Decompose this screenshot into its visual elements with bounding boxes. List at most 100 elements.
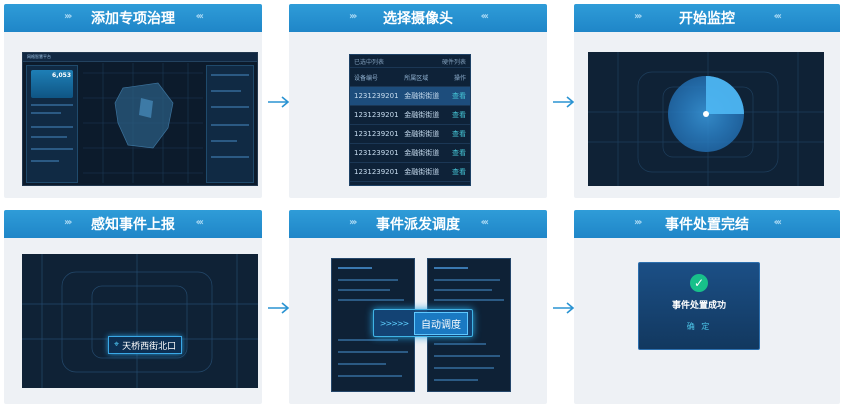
device-id: 1231239201 [354, 92, 399, 100]
chevron-left-icon: ‹‹‹ [480, 11, 490, 22]
col-device-id: 设备编号 [354, 74, 379, 82]
step-title: 事件处置完结 [665, 217, 749, 233]
table-row[interactable]: 1231239201 金融街街道 查看 [350, 125, 470, 144]
step-select-camera: ››› 选择摄像头 ‹‹‹ 已选中列表 硬件列表 设备编号 所属区域 操作 12… [289, 4, 547, 198]
divider [434, 279, 500, 281]
divider [434, 289, 492, 291]
device-area: 金融街街道 [404, 92, 440, 100]
device-area: 金融街街道 [404, 111, 440, 119]
hardware-list-label[interactable]: 硬件列表 [441, 58, 466, 66]
divider [434, 343, 486, 345]
step-event-dispatch: ››› 事件派发调度 ‹‹‹ >>>>> 自动调度 [289, 210, 547, 404]
step-header: ››› 事件处置完结 ‹‹‹ [574, 210, 840, 238]
divider [31, 126, 73, 128]
step-event-complete: ››› 事件处置完结 ‹‹‹ ✓ 事件处置成功 确 定 [574, 210, 840, 404]
confirm-button[interactable]: 确 定 [686, 322, 712, 331]
step-title: 添加专项治理 [91, 11, 175, 27]
road-network [22, 254, 258, 388]
device-id: 1231239201 [354, 149, 399, 157]
divider [31, 148, 73, 150]
divider [211, 90, 241, 92]
chevron-left-icon: ‹‹‹ [773, 11, 783, 22]
divider [338, 279, 398, 281]
auto-dispatch-bar: >>>>> 自动调度 [373, 309, 473, 337]
table-row[interactable]: 1231239201 金融街街道 查看 [350, 87, 470, 106]
device-area: 金融街街道 [404, 149, 440, 157]
chevron-left-icon: ‹‹‹ [773, 217, 783, 228]
divider [338, 351, 408, 353]
divider [211, 74, 249, 76]
arrow-right-icon [553, 96, 575, 108]
dashboard-screenshot: 网格智慧平台 6,053 [22, 52, 258, 186]
divider [434, 379, 478, 381]
right-sidebar [206, 65, 254, 183]
left-sidebar: 6,053 [26, 65, 78, 183]
step-header: ››› 事件派发调度 ‹‹‹ [289, 210, 547, 238]
step-title: 选择摄像头 [383, 11, 453, 27]
divider [338, 289, 390, 291]
divider [434, 367, 494, 369]
step-add-governance: ››› 添加专项治理 ‹‹‹ 网格智慧平台 6,0 [4, 4, 262, 198]
divider [31, 160, 59, 162]
step-header: ››› 添加专项治理 ‹‹‹ [4, 4, 262, 32]
camera-table-meta: 已选中列表 硬件列表 [350, 55, 470, 68]
divider [434, 355, 500, 357]
divider [211, 106, 249, 108]
divider [31, 112, 61, 114]
device-area: 金融街街道 [404, 130, 440, 138]
step-start-monitoring: ››› 开始监控 ‹‹‹ [574, 4, 840, 198]
divider [31, 104, 73, 106]
success-dialog: ✓ 事件处置成功 确 定 [638, 262, 760, 350]
kpi-card: 6,053 [31, 70, 73, 98]
chevron-right-icon: ››› [64, 217, 73, 228]
chevron-right-icon: ››› [634, 11, 643, 22]
view-link[interactable]: 查看 [452, 130, 466, 138]
table-row[interactable]: 1231239201 金融街街道 查看 [350, 106, 470, 125]
table-row[interactable]: 1231239201 金融街街道 查看 [350, 144, 470, 163]
event-map: ⌖ 天桥西街北口 [22, 254, 258, 388]
view-link[interactable]: 查看 [452, 149, 466, 157]
divider [338, 299, 404, 301]
divider [211, 156, 249, 158]
step-header: ››› 开始监控 ‹‹‹ [574, 4, 840, 32]
divider [338, 375, 402, 377]
success-message: 事件处置成功 [671, 301, 726, 311]
step-header: ››› 选择摄像头 ‹‹‹ [289, 4, 547, 32]
divider [338, 363, 386, 365]
table-row[interactable]: 1231239201 金融街街道 查看 [350, 163, 470, 182]
table-header: 设备编号 所属区域 操作 [350, 68, 470, 87]
col-area: 所属区域 [404, 74, 429, 82]
step-title: 开始监控 [679, 11, 735, 27]
divider [211, 124, 249, 126]
event-location: 天桥西街北口 [122, 341, 177, 352]
step-title: 事件派发调度 [376, 217, 460, 233]
chevron-left-icon: ‹‹‹ [480, 217, 490, 228]
divider [31, 136, 67, 138]
check-icon: ✓ [690, 274, 708, 292]
event-location-tag[interactable]: ⌖ 天桥西街北口 [108, 336, 183, 354]
camera-table: 已选中列表 硬件列表 设备编号 所属区域 操作 1231239201 金融街街道… [349, 54, 471, 186]
chevron-right-icon: ››› [634, 217, 643, 228]
app-title: 网格智慧平台 [27, 54, 51, 59]
chevron-left-icon: ‹‹‹ [195, 11, 205, 22]
divider [338, 339, 398, 341]
step-header: ››› 感知事件上报 ‹‹‹ [4, 210, 262, 238]
city-map [83, 63, 203, 183]
divider [434, 299, 504, 301]
device-id: 1231239201 [354, 168, 399, 176]
chevron-right-icon: ››› [64, 11, 73, 22]
kpi-value: 6,053 [52, 72, 71, 79]
arrow-right-icon [268, 302, 290, 314]
radar-center-dot [703, 111, 709, 117]
step-title: 感知事件上报 [91, 217, 175, 233]
divider [211, 140, 237, 142]
view-link[interactable]: 查看 [452, 92, 466, 100]
view-link[interactable]: 查看 [452, 168, 466, 176]
monitor-map [588, 52, 824, 186]
device-id: 1231239201 [354, 111, 399, 119]
view-link[interactable]: 查看 [452, 111, 466, 119]
divider [338, 267, 372, 269]
auto-dispatch-button[interactable]: 自动调度 [414, 311, 468, 335]
arrow-right-icon [553, 302, 575, 314]
step-event-report: ››› 感知事件上报 ‹‹‹ ⌖ 天桥西街北口 [4, 210, 262, 404]
